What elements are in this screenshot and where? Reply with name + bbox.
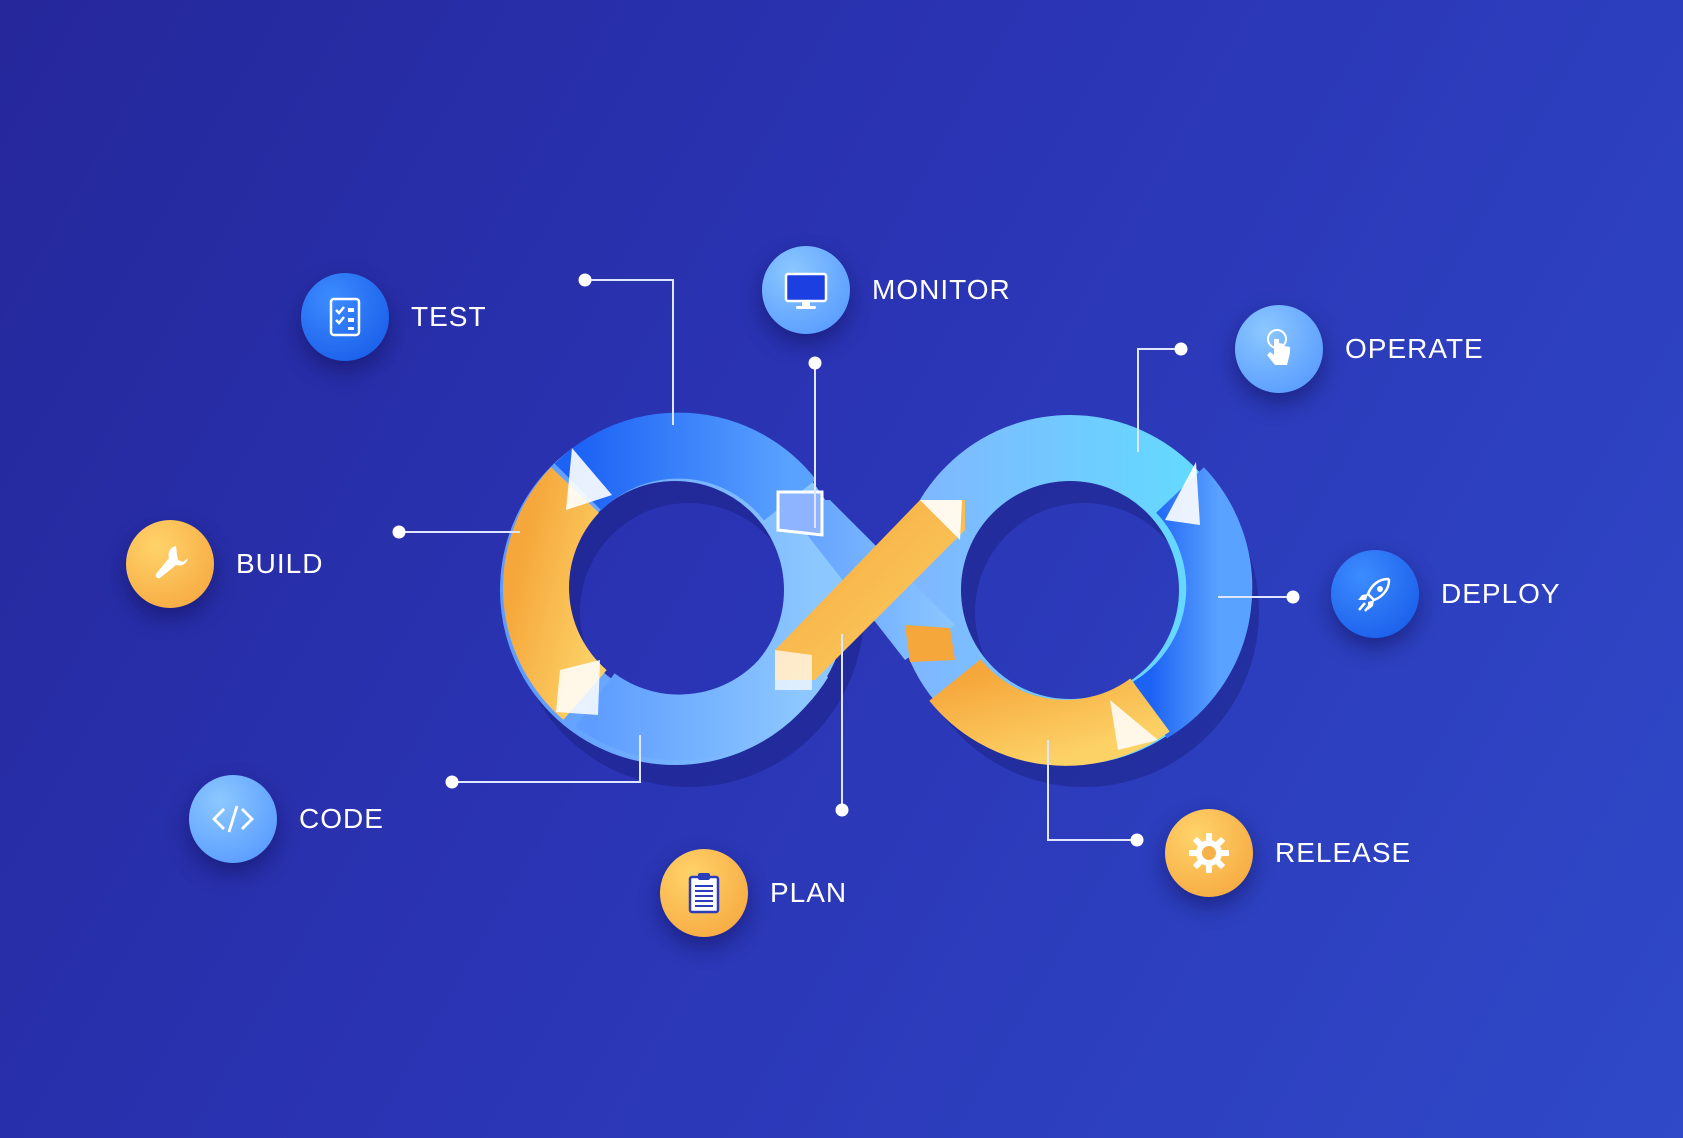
release-connector xyxy=(1047,740,1137,841)
monitor-icon xyxy=(762,246,850,334)
touch-hand-icon xyxy=(1235,305,1323,393)
stage-operate: OPERATE xyxy=(1235,305,1484,393)
code-brackets-icon xyxy=(189,775,277,863)
stage-monitor: MONITOR xyxy=(762,246,1011,334)
stage-code: CODE xyxy=(189,775,384,863)
wrench-icon xyxy=(126,520,214,608)
left-loop xyxy=(500,412,850,765)
stage-label-release: RELEASE xyxy=(1275,837,1412,868)
connector-lines xyxy=(399,279,1293,841)
stage-label-operate: OPERATE xyxy=(1345,333,1484,364)
test-connector xyxy=(585,279,674,425)
crossing-bands xyxy=(775,490,965,690)
stage-label-deploy: DEPLOY xyxy=(1441,578,1561,609)
stage-label-monitor: MONITOR xyxy=(872,274,1011,305)
stage-label-test: TEST xyxy=(411,301,487,332)
stage-label-code: CODE xyxy=(299,803,384,834)
connector-dots xyxy=(392,273,1300,847)
stage-label-build: BUILD xyxy=(236,548,324,579)
right-loop xyxy=(895,415,1253,766)
operate-connector xyxy=(1137,348,1181,452)
stage-deploy: DEPLOY xyxy=(1331,550,1561,638)
checklist-icon xyxy=(301,273,389,361)
rocket-icon xyxy=(1331,550,1419,638)
stage-label-plan: PLAN xyxy=(770,877,848,908)
code-connector xyxy=(452,735,641,783)
stage-plan: PLAN xyxy=(660,849,847,937)
stage-build: BUILD xyxy=(126,520,323,608)
stage-test: TEST xyxy=(301,273,487,361)
stage-release: RELEASE xyxy=(1165,809,1411,897)
clipboard-icon xyxy=(660,849,748,937)
gear-icon xyxy=(1165,809,1253,897)
